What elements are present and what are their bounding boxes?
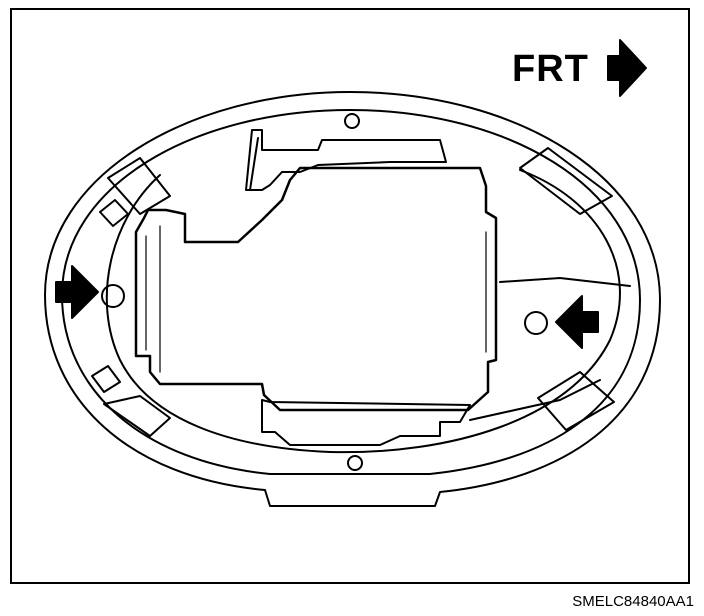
right-clip-lower	[537, 371, 615, 431]
module-body	[134, 166, 498, 412]
inner-rim	[61, 109, 641, 475]
diagram-frame	[10, 8, 690, 584]
front-direction-label: FRT	[512, 48, 589, 90]
upper-bracket	[245, 129, 447, 191]
upper-bracket-rib	[249, 137, 259, 191]
lower-bracket	[261, 399, 471, 446]
left-pointing-arrow-icon	[555, 295, 599, 349]
left-clip-upper	[107, 157, 171, 215]
left-clip-lower	[103, 395, 171, 437]
right-arrow-icon	[607, 39, 647, 97]
left-locating-hole	[101, 284, 125, 308]
bottom-hole	[347, 455, 363, 471]
right-rib	[499, 277, 631, 287]
tab-upper-left	[99, 199, 129, 227]
module-inner-edge	[145, 225, 487, 373]
tab-lower-left	[91, 365, 121, 393]
right-clip-upper	[519, 147, 613, 215]
outer-plate	[44, 91, 661, 507]
reference-code: SMELC84840AA1	[572, 593, 694, 610]
right-pointing-arrow-icon	[55, 265, 99, 319]
right-clip-lower-rib	[469, 379, 601, 421]
right-locating-hole	[524, 311, 548, 335]
top-hole	[344, 113, 360, 129]
inner-ring	[105, 169, 621, 454]
